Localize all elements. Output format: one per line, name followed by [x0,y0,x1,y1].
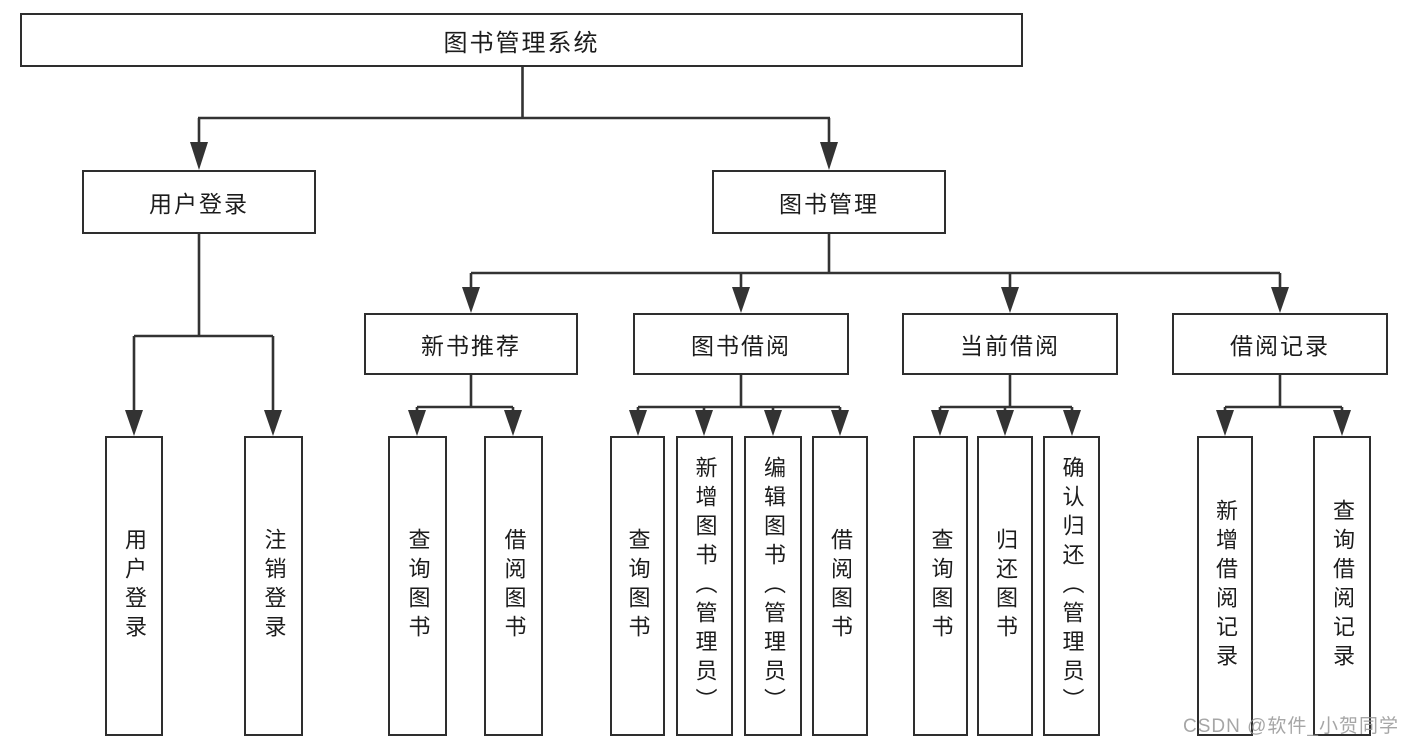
csdn-watermark: CSDN @软件_小贺同学 [1183,716,1399,737]
node-label: 用户登录 [122,528,147,644]
connector-book-mgmt-to-level3 [469,234,1282,289]
node-label: 图书借阅 [691,333,791,359]
node-label: 新增图书（管理员） [692,455,718,717]
node-label: 图书管理系统 [443,29,600,57]
leaf-user-login: 用户登录 [105,436,163,736]
node-label: 查询借阅记录 [1330,499,1355,673]
node-label: 当前借阅 [960,333,1060,359]
node-label: 用户登录 [149,191,249,217]
node-label: 归还图书 [993,528,1018,644]
connector-level3-to-leaves [415,375,1344,412]
node-label: 注销登录 [261,528,287,644]
leaf-add-books-admin: 新增图书（管理员） [676,436,733,736]
node-new-book-recommendation: 新书推荐 [364,313,578,375]
leaf-query-books-borrow: 查询图书 [610,436,665,736]
node-label: 借阅记录 [1230,333,1330,359]
arrowheads [125,142,1351,436]
connector-root-to-level2 [197,67,831,144]
connector-user-login-subtree [132,234,275,412]
node-label: 借阅图书 [828,528,853,644]
node-label: 查询图书 [405,528,431,644]
leaf-add-borrow-record: 新增借阅记录 [1197,436,1253,736]
node-label: 新书推荐 [421,333,521,359]
node-borrowing-records: 借阅记录 [1172,313,1388,375]
leaf-edit-books-admin: 编辑图书（管理员） [744,436,802,736]
leaf-borrow-books-rec: 借阅图书 [484,436,543,736]
node-user-login: 用户登录 [82,170,316,234]
node-label: 确认归还（管理员） [1059,455,1085,717]
node-label: 新增借阅记录 [1213,499,1238,673]
leaf-query-books-current: 查询图书 [913,436,968,736]
leaf-query-borrow-record: 查询借阅记录 [1313,436,1371,736]
node-label: 图书管理 [779,191,879,217]
leaf-borrow-books: 借阅图书 [812,436,868,736]
leaf-confirm-return-admin: 确认归还（管理员） [1043,436,1100,736]
node-label: 借阅图书 [501,528,527,644]
node-book-borrowing: 图书借阅 [633,313,849,375]
node-label: 编辑图书（管理员） [761,455,786,717]
leaf-query-books-rec: 查询图书 [388,436,447,736]
leaf-return-books: 归还图书 [977,436,1033,736]
leaf-logout: 注销登录 [244,436,303,736]
node-current-borrowing: 当前借阅 [902,313,1118,375]
node-label: 查询图书 [928,528,954,644]
node-book-management: 图书管理 [712,170,946,234]
node-library-management-system: 图书管理系统 [20,13,1023,67]
node-label: 查询图书 [625,528,651,644]
